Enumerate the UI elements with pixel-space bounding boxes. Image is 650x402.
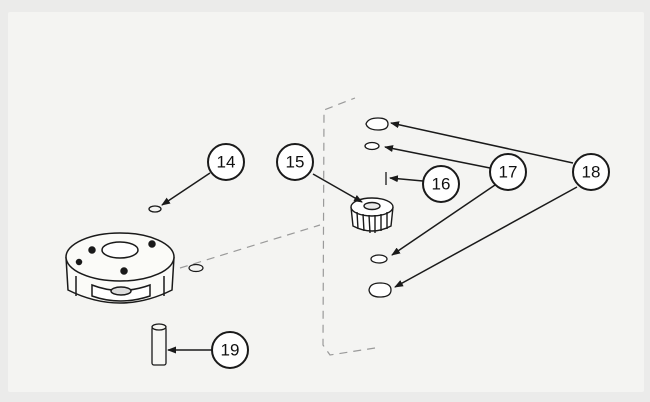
leader-18-upper: [390, 121, 574, 164]
small-parts: [364, 117, 392, 298]
callout-14-label: 14: [217, 153, 236, 172]
leader-17-lower: [391, 184, 496, 256]
callout-17: 17: [489, 153, 527, 191]
callout-19: 19: [211, 331, 249, 369]
callout-18: 18: [572, 153, 610, 191]
part-18-lower-fitting: [368, 282, 392, 298]
part-19-pin: [151, 323, 167, 366]
leader-17-upper: [384, 145, 491, 169]
drum-housing: [65, 232, 175, 304]
callout-14: 14: [207, 143, 245, 181]
part-18-upper-fitting: [365, 117, 389, 131]
diagram-panel: [8, 12, 644, 392]
hidden-lines: [179, 97, 376, 356]
callout-15-label: 15: [286, 153, 305, 172]
part-17-upper-washer: [364, 141, 380, 151]
drum-side-ring: [188, 263, 204, 273]
leader-16: [389, 175, 424, 183]
leader-lines: [161, 121, 578, 354]
alignment-line: [179, 224, 321, 269]
part-15-gear: [350, 197, 394, 234]
callout-16: 16: [422, 165, 460, 203]
leader-14: [161, 172, 211, 206]
callout-17-label: 17: [499, 163, 518, 182]
leader-18-lower: [394, 186, 578, 288]
callout-16-label: 16: [432, 175, 451, 194]
leader-15: [312, 173, 363, 203]
callout-19-label: 19: [221, 341, 240, 360]
callout-15: 15: [276, 143, 314, 181]
callout-18-label: 18: [582, 163, 601, 182]
part-14-insert: [148, 205, 162, 213]
part-17-lower-washer: [370, 254, 388, 264]
mounting-plane-outline: [322, 97, 376, 356]
